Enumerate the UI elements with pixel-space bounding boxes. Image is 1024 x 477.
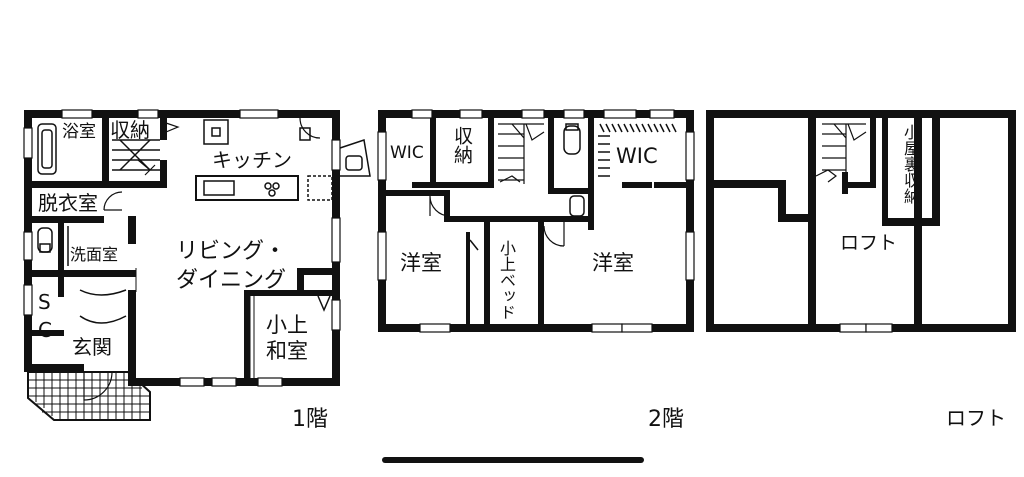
loft-windows xyxy=(839,323,893,333)
room-label-loft: ロフト xyxy=(840,232,898,254)
room-label-washitsu: 小上 和室 xyxy=(266,313,308,364)
floor1-windows xyxy=(23,109,341,387)
room-label-kobed: 小上ベッド xyxy=(497,240,516,320)
floor1-sliding-doors xyxy=(131,268,255,378)
loft-stairs xyxy=(815,123,867,183)
room-label-attic-storage: 小屋裏収納 xyxy=(901,124,920,204)
home-indicator-bar xyxy=(382,457,644,463)
floor1-plan xyxy=(23,109,371,421)
room-label-washroom: 洗面室 xyxy=(70,245,119,264)
room-label-storage-1f: 収納 xyxy=(110,118,150,142)
floor2-interior-walls xyxy=(386,118,694,332)
floor1-interior-walls xyxy=(24,110,340,386)
room-label-dressing: 脱衣室 xyxy=(38,191,98,215)
floor1-fixtures xyxy=(37,119,371,324)
room-label-living-dining: リビング・ ダイニング xyxy=(176,239,287,293)
loft-caption: ロフト xyxy=(946,406,1006,430)
floor2-plan xyxy=(377,109,695,333)
floor2-caption: 2階 xyxy=(648,407,684,432)
room-label-sc-c: C xyxy=(38,318,52,342)
room-label-sc-s: S xyxy=(38,290,51,314)
room-label-western-right: 洋室 xyxy=(592,251,634,275)
room-label-western-left: 洋室 xyxy=(400,251,442,275)
loft-interior-walls xyxy=(714,118,940,332)
floor2-windows xyxy=(377,109,695,333)
room-label-wic-left: WIC xyxy=(390,143,424,163)
floor2-fixtures xyxy=(469,123,677,251)
loft-outer-walls xyxy=(706,110,1016,332)
room-label-bath: 浴室 xyxy=(62,122,96,142)
room-label-wic-right: WIC xyxy=(616,144,658,168)
floor1-caption: 1階 xyxy=(292,407,328,432)
floor2-stairs xyxy=(498,123,545,184)
room-label-entrance: 玄関 xyxy=(72,335,112,359)
loft-plan xyxy=(706,110,1016,333)
floor2-doors xyxy=(429,195,565,247)
floor1-doors xyxy=(83,117,321,401)
room-label-kitchen: キッチン xyxy=(212,148,292,172)
room-label-storage-2f: 収納 xyxy=(451,126,473,164)
